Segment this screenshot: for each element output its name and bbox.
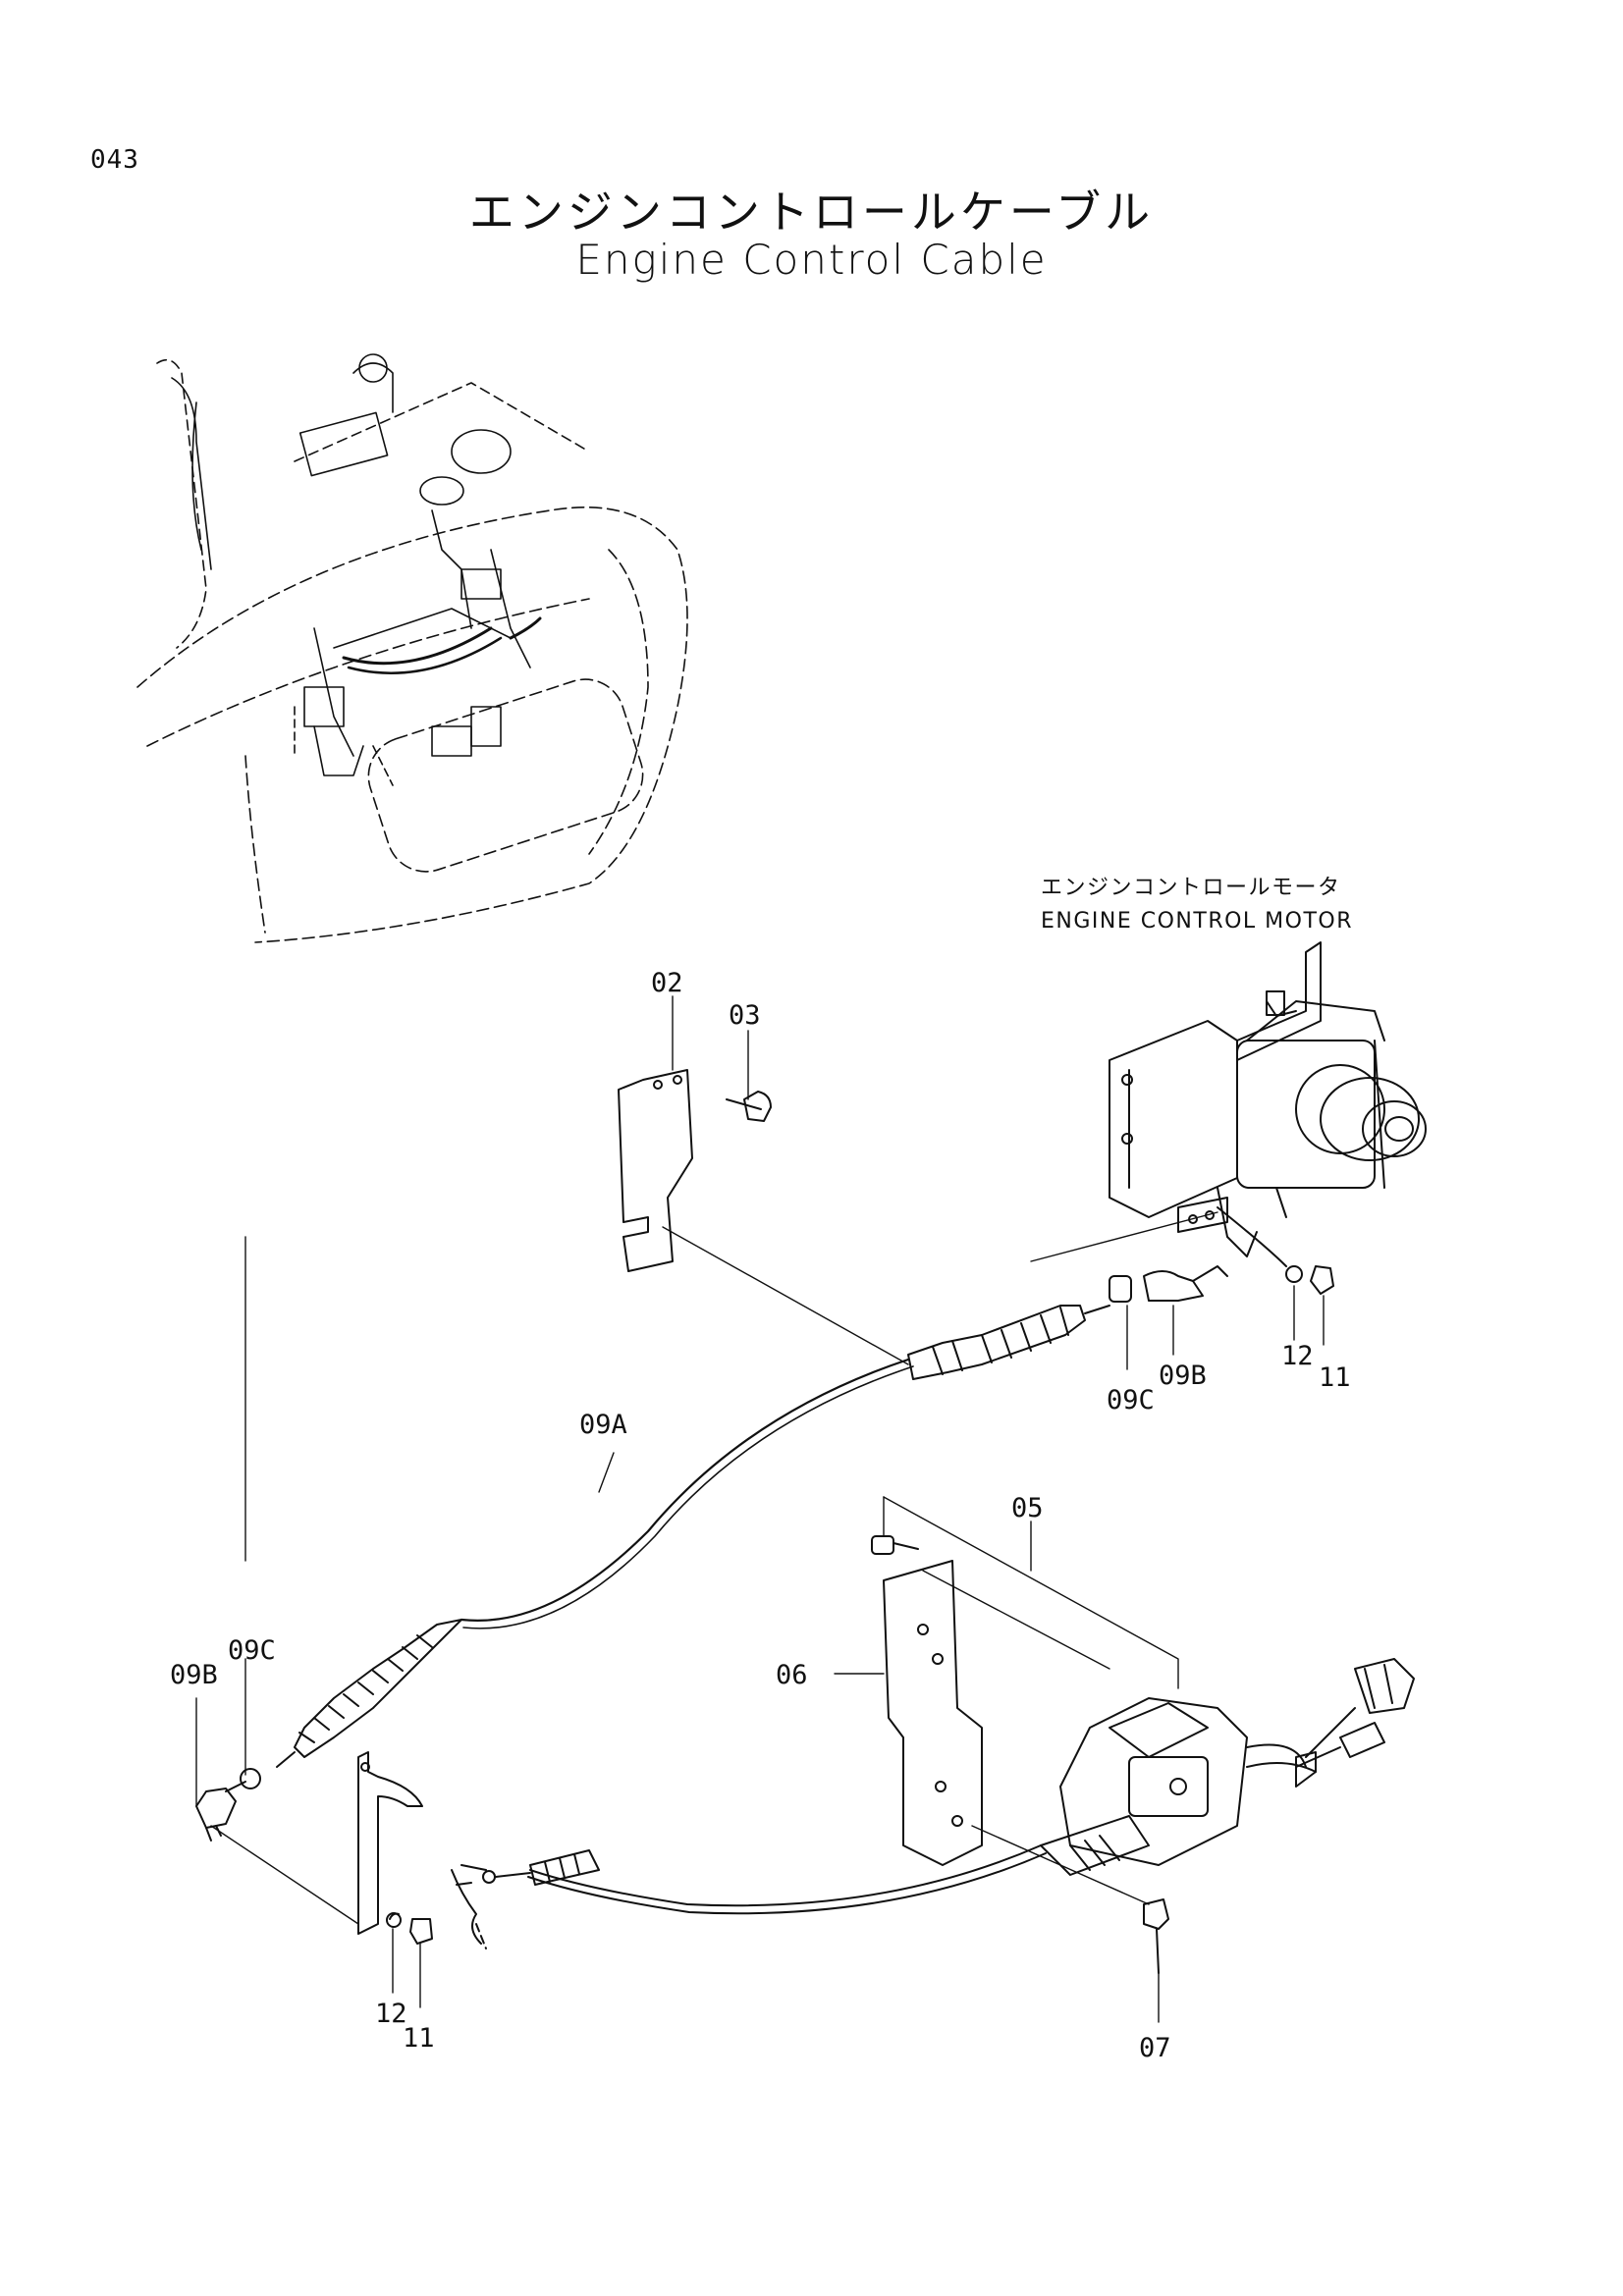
cable-09A bbox=[276, 1305, 1110, 1768]
callout-03: 03 bbox=[729, 1000, 761, 1031]
bolt-05 bbox=[871, 1535, 919, 1555]
actuator-module bbox=[1040, 1697, 1317, 1876]
engine-control-motor bbox=[1109, 941, 1427, 1257]
motor-label: エンジンコントロールモータ ENGINE CONTROL MOTOR bbox=[1041, 872, 1353, 938]
bolt-03 bbox=[726, 1091, 772, 1122]
callout-06: 06 bbox=[776, 1660, 808, 1690]
ball-joint-upper bbox=[1109, 1206, 1334, 1303]
title-japanese: エンジンコントロールケーブル bbox=[468, 186, 1155, 239]
lower-cable bbox=[451, 1844, 1047, 1949]
ball-joint-lower bbox=[195, 1768, 433, 1945]
title-english: Engine Control Cable bbox=[575, 236, 1048, 284]
callout-09B-left: 09B bbox=[170, 1660, 218, 1690]
callout-labels: 02 03 09A 09B 09C 12 11 05 06 09C 09B 12… bbox=[170, 968, 1351, 2063]
callout-07: 07 bbox=[1139, 2033, 1171, 2063]
motor-label-japanese: エンジンコントロールモータ bbox=[1041, 876, 1341, 900]
lever-bracket bbox=[357, 1751, 423, 1935]
leader-lines bbox=[195, 995, 1325, 2023]
callout-12-top: 12 bbox=[1281, 1341, 1314, 1371]
callout-09B-top: 09B bbox=[1159, 1361, 1207, 1391]
callout-09A: 09A bbox=[579, 1410, 627, 1440]
callout-11-top: 11 bbox=[1319, 1362, 1351, 1393]
bolt-07 bbox=[1143, 1898, 1169, 1974]
callout-05: 05 bbox=[1011, 1493, 1044, 1523]
machine-overview bbox=[136, 353, 688, 943]
callout-12-bottom: 12 bbox=[375, 1999, 407, 2029]
page-number: 043 bbox=[90, 145, 139, 175]
motor-label-english: ENGINE CONTROL MOTOR bbox=[1041, 909, 1354, 934]
connector-harness bbox=[1246, 1658, 1415, 1788]
callout-02: 02 bbox=[651, 968, 683, 998]
callout-09C-top: 09C bbox=[1107, 1385, 1155, 1415]
callout-09C-left: 09C bbox=[228, 1635, 276, 1666]
callout-11-bottom: 11 bbox=[403, 2023, 435, 2054]
bracket-06 bbox=[883, 1560, 983, 1866]
bracket-02 bbox=[618, 1069, 693, 1272]
